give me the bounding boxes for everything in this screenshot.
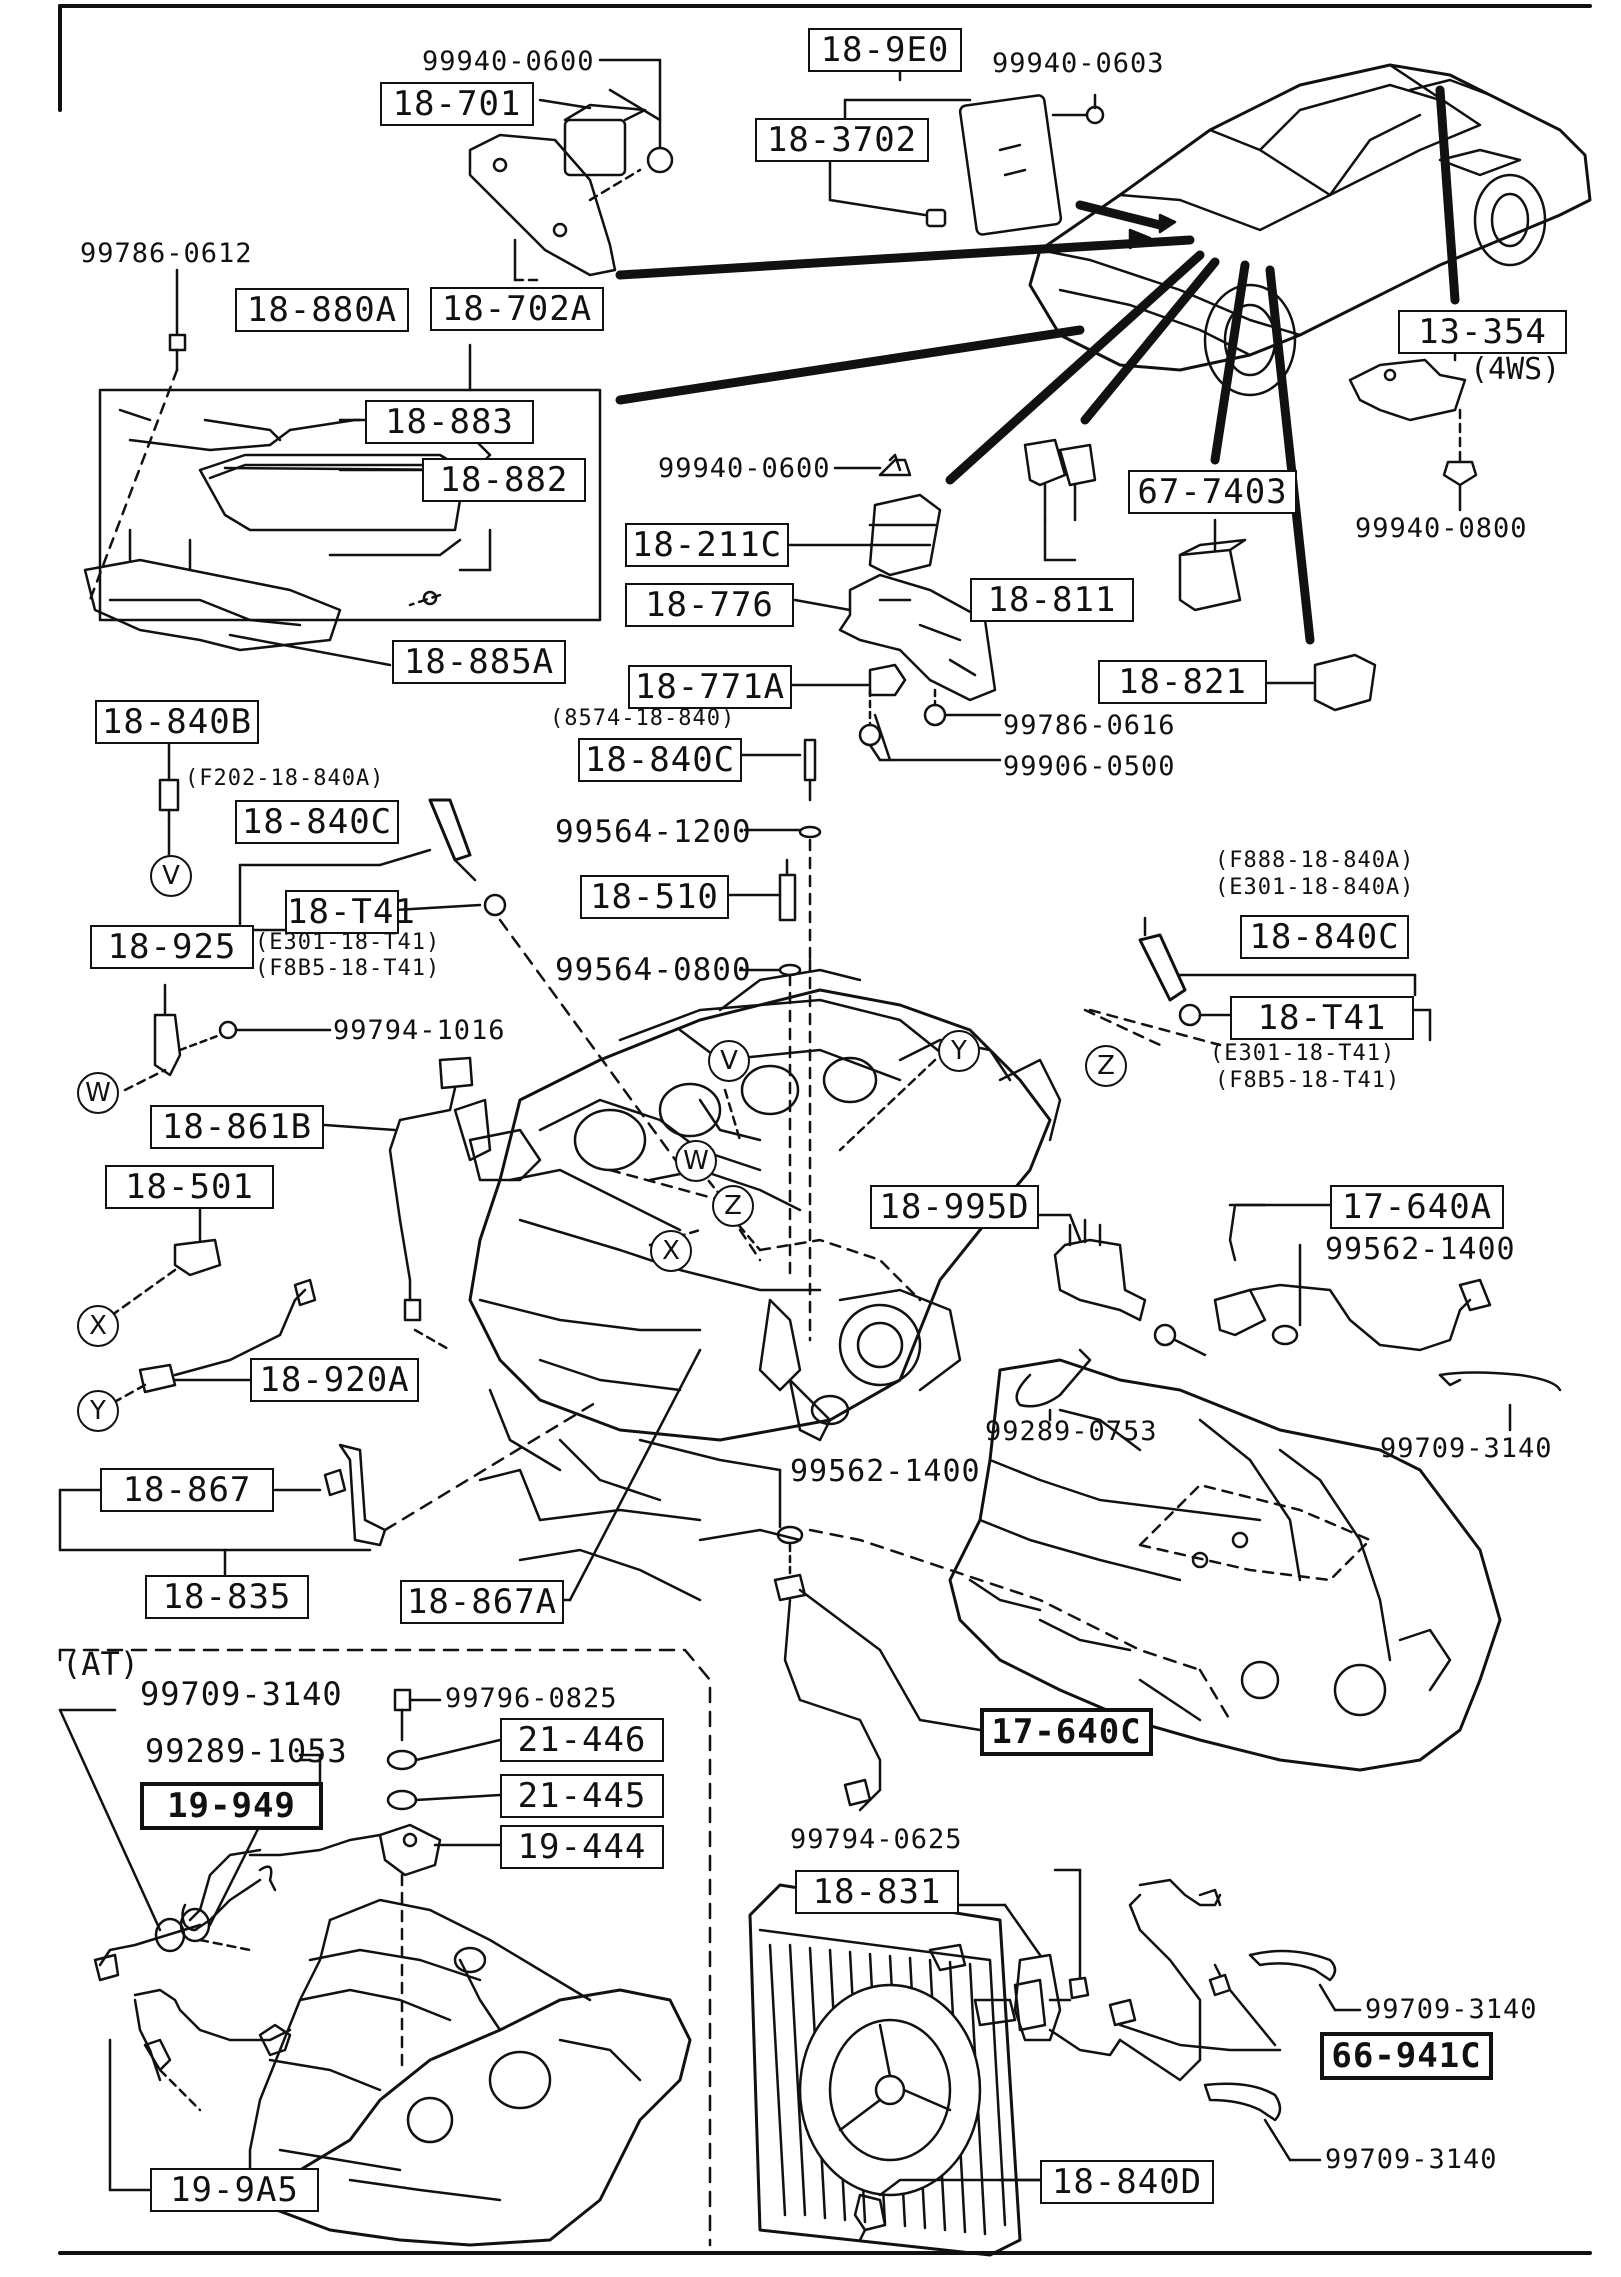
marker-z: Z	[1085, 1045, 1127, 1087]
note-f888-18-840a: (F888-18-840A)	[1215, 848, 1415, 873]
radiator-illustration	[748, 1883, 1047, 2257]
part-67-7403: 67-7403	[1128, 470, 1297, 514]
part-66-941C: 66-941C	[1320, 2032, 1493, 2080]
part-18-811: 18-811	[970, 578, 1134, 622]
part-18-883: 18-883	[365, 400, 534, 444]
part-number-99940-0603: 99940-0603	[992, 48, 1165, 79]
part-18-840C: 18-840C	[578, 738, 742, 782]
part-number-99940-0600: 99940-0600	[422, 46, 595, 77]
marker-z-engine: Z	[712, 1185, 754, 1227]
vehicle-illustration	[1028, 63, 1592, 397]
marker-w: W	[77, 1072, 119, 1114]
note-f8b5-18-t41-right: (F8B5-18-T41)	[1215, 1068, 1401, 1093]
part-number-99709-3140-c: 99709-3140	[1365, 1994, 1538, 2025]
note-e301-18-t41-right: (E301-18-T41)	[1210, 1041, 1396, 1066]
part-18-880A: 18-880A	[235, 288, 409, 332]
marker-y-engine: Y	[938, 1030, 980, 1072]
part-18-882: 18-882	[422, 458, 586, 502]
part-number-99289-1053: 99289-1053	[145, 1732, 348, 1770]
marker-y: Y	[77, 1390, 119, 1432]
part-18-835: 18-835	[145, 1575, 309, 1619]
part-number-99709-3140-at: 99709-3140	[140, 1675, 343, 1713]
part-number-99564-1200: 99564-1200	[555, 814, 752, 850]
part-18-501: 18-501	[105, 1165, 274, 1209]
part-18-510: 18-510	[580, 875, 729, 919]
marker-v-engine: V	[708, 1040, 750, 1082]
part-number-99709-3140-d: 99709-3140	[1325, 2144, 1498, 2175]
part-18-840C-left: 18-840C	[235, 800, 399, 844]
part-18-701: 18-701	[380, 82, 534, 126]
part-number-99940-0600-b: 99940-0600	[658, 453, 831, 484]
part-18-920A: 18-920A	[250, 1358, 419, 1402]
part-18-831: 18-831	[795, 1870, 959, 1914]
marker-x-engine: X	[650, 1230, 692, 1272]
part-number-99796-0825: 99796-0825	[445, 1683, 618, 1714]
part-number-99709-3140: 99709-3140	[1380, 1433, 1553, 1464]
note-f8b5-18-t41: (F8B5-18-T41)	[255, 956, 441, 981]
part-18-861B: 18-861B	[150, 1105, 324, 1149]
part-number-99794-1016: 99794-1016	[333, 1015, 506, 1046]
part-18-840D: 18-840D	[1040, 2160, 1214, 2204]
part-13-354: 13-354	[1398, 310, 1567, 354]
part-17-640C: 17-640C	[980, 1708, 1153, 1756]
part-18-925: 18-925	[90, 925, 254, 969]
part-18-9E0: 18-9E0	[808, 28, 962, 72]
part-19-949: 19-949	[140, 1782, 323, 1830]
part-number-99289-0753: 99289-0753	[985, 1416, 1158, 1447]
part-18-702A: 18-702A	[430, 287, 604, 331]
part-18-995D: 18-995D	[870, 1185, 1039, 1229]
part-number-99786-0612: 99786-0612	[80, 238, 253, 269]
note-8574-18-840: (8574-18-840)	[550, 706, 736, 731]
part-number-99786-0616: 99786-0616	[1003, 710, 1176, 741]
part-18-867A: 18-867A	[400, 1580, 564, 1624]
part-18-3702: 18-3702	[755, 118, 929, 162]
part-19-444: 19-444	[500, 1825, 664, 1869]
engine-illustration	[453, 968, 1062, 1602]
part-17-640A: 17-640A	[1330, 1185, 1504, 1229]
part-21-446: 21-446	[500, 1718, 664, 1762]
marker-w-engine: W	[675, 1140, 717, 1182]
marker-v: V	[150, 855, 192, 897]
part-18-T41-right: 18-T41	[1230, 996, 1414, 1040]
part-number-99562-1400-b: 99562-1400	[790, 1454, 981, 1489]
part-18-821: 18-821	[1098, 660, 1267, 704]
part-18-867: 18-867	[100, 1468, 274, 1512]
note-f202-18-840a: (F202-18-840A)	[185, 766, 385, 791]
part-number-99562-1400: 99562-1400	[1325, 1232, 1516, 1267]
at-transmission-illustration	[248, 1898, 692, 2247]
part-18-840B: 18-840B	[95, 700, 259, 744]
note-e301-18-840a: (E301-18-840A)	[1215, 875, 1415, 900]
part-21-445: 21-445	[500, 1774, 664, 1818]
part-number-99906-0500: 99906-0500	[1003, 751, 1176, 782]
part-18-771A: 18-771A	[628, 665, 792, 709]
part-18-211C: 18-211C	[625, 523, 789, 567]
part-18-T41: 18-T41	[285, 890, 416, 934]
note-4ws: (4WS)	[1470, 352, 1561, 387]
part-number-99564-0800: 99564-0800	[555, 952, 752, 988]
marker-x: X	[77, 1305, 119, 1347]
part-18-885A: 18-885A	[392, 640, 566, 684]
note-e301-18-t41: (E301-18-T41)	[255, 930, 441, 955]
part-number-99794-0625: 99794-0625	[790, 1824, 963, 1855]
part-number-99940-0800: 99940-0800	[1355, 513, 1528, 544]
note-at: (AT)	[62, 1645, 140, 1683]
part-18-776: 18-776	[625, 583, 794, 627]
part-19-9A5: 19-9A5	[150, 2168, 319, 2212]
part-18-840C-right: 18-840C	[1240, 915, 1409, 959]
transmission-illustration	[948, 1358, 1502, 1772]
